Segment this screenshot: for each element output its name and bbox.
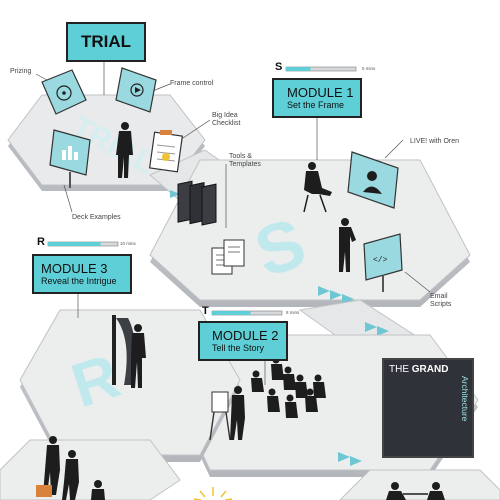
callout-lines [35,62,431,385]
module3-duration: 10 mins [120,241,136,246]
module1-subtitle: Set the Frame [287,100,345,110]
reveal-figure-icon [131,324,146,388]
grand-grand: GRAND [411,364,449,375]
grand-architecture-board[interactable]: THE GRAND Architecture [382,358,474,458]
bottom-right-platform [339,469,500,500]
module2-duration: 8 mins [286,310,300,315]
email-scripts-screen-icon: </> [363,233,403,292]
frame-control-screen-icon [115,67,157,113]
trial-title-box: TRIAL [66,22,146,62]
deck-examples-label: Deck Examples [72,214,121,221]
module2-title: MODULE 2 [212,328,279,343]
live-video-screen-icon [347,151,399,209]
grand-title: THE GRAND [389,364,448,375]
module2-letter: T [202,305,209,317]
module3-letter: R [37,236,45,248]
frame-control-label: Frame control [170,80,214,87]
module1-progress [285,66,357,72]
deck-examples-screen-icon [49,129,91,188]
presenter-silhouette-icon [116,122,133,178]
bottom-left-figures-icon [36,436,105,500]
module1-title: MODULE 1 [287,85,354,100]
live-with-oren-label: LIVE! with Oren [410,138,460,145]
grand-architecture-word: Architecture [460,376,470,422]
curtain-icon [112,315,136,385]
module3-box[interactable]: MODULE 3 Reveal the Intrigue [32,254,132,294]
bottom-right-figures-icon [386,482,445,500]
seated-director-icon [303,162,332,213]
big-idea-checklist-label: Big Idea Checklist [212,112,241,127]
module3-progress [47,241,119,247]
binders-icon [177,180,245,275]
module1-duration: 5 mins [362,66,376,71]
module2-progress [211,310,283,316]
email-scripts-label: Email Scripts [430,293,452,308]
module3-title: MODULE 3 [41,261,108,276]
module1-box[interactable]: MODULE 1 Set the Frame [272,78,362,118]
standing-speaker-icon [339,218,356,272]
module2-box[interactable]: MODULE 2 Tell the Story [198,321,288,361]
prizing-screen-icon [41,69,87,115]
tools-templates-label: Tools & Templates [229,153,261,168]
bottom-left-platform [0,439,181,500]
checklist-clipboard-icon [148,130,184,173]
module2-subtitle: Tell the Story [212,343,265,353]
grand-the: THE [389,364,409,375]
module1-letter: S [275,61,283,73]
idea-spark-icon [193,487,233,500]
prizing-label: Prizing [10,68,32,75]
flipchart-icon [209,391,231,441]
svg-text:</>: </> [373,256,388,265]
module3-subtitle: Reveal the Intrigue [41,276,117,286]
